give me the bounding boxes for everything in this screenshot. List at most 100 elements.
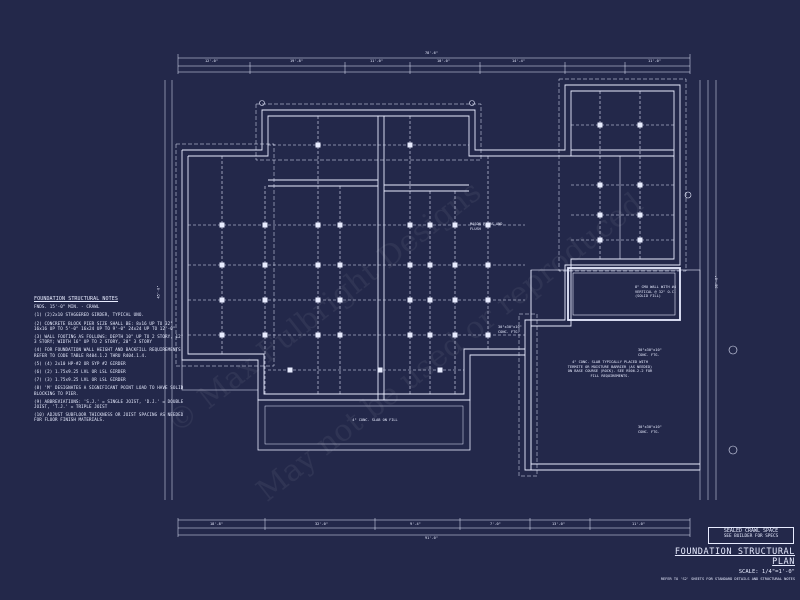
pier [337,262,343,268]
pier [407,222,413,228]
pier [485,262,491,268]
pier [427,262,433,268]
title-block: FOUNDATION STRUCTURAL PLAN SCALE: 1/4"=1… [650,547,795,581]
crawl-note-line-2: SEE BUILDER FOR SPECS [723,534,779,539]
note-item: (3) WALL FOOTING AS FOLLOWS: DEPTH 10" U… [34,334,184,344]
conc-ftg-label-2: 30"x30"x10" CONC. FTG. [638,348,662,357]
note-text: ABBREVIATIONS: 'S.J.' = SINGLE JOIST, 'D… [34,398,184,410]
note-number: (3) [34,334,45,340]
masonry-note-label: MASON PIERS AND FLUSH [470,222,503,231]
dim-right: 38'-0" [714,275,719,289]
dim-bottom-6: 11'-0" [632,522,645,526]
note-number: (8) [34,385,45,391]
pier [452,297,458,303]
note-text: (4) 2x10 HP-#2 OR SYP #2 GIRDER [44,360,126,366]
cmu-wall-label: 8" CMU WALL WITH #4 VERTICAL @ 32" O.C. … [635,285,677,299]
dim-top-total: 78'-6" [425,51,438,55]
pier [437,367,443,373]
dim-bottom-5: 13'-0" [552,522,565,526]
pier [287,367,293,373]
note-text: (2) 1.75x9.25 LVL OR LSL GIRDER [44,369,126,375]
pier [597,237,603,243]
pier [427,297,433,303]
piers [219,122,643,373]
pier [262,332,268,338]
note-text: WALL FOOTING AS FOLLOWS: DEPTH 10" UP TO… [34,334,184,345]
dim-top-3: 11'-0" [370,59,383,63]
plan-scale: SCALE: 1/4"=1'-0" [738,569,795,575]
crawl-space-note: SEALED CRAWL SPACE SEE BUILDER FOR SPECS [708,527,794,544]
pier [407,297,413,303]
pier [219,332,225,338]
pier [377,367,383,373]
conc-ftg-label-1: 30"x30"x10" CONC. FTG. [498,325,522,334]
dim-top-2: 19'-8" [290,59,303,63]
pier [637,212,643,218]
pier [427,332,433,338]
note-text: ADJUST SUBFLOOR THICKNESS OR JOIST SPACI… [34,412,184,423]
pier [219,222,225,228]
note-item: (6) (2) 1.75x9.25 LVL OR LSL GIRDER [34,369,184,374]
pier [315,332,321,338]
footing-outlines [175,78,687,477]
note-item: (10) ADJUST SUBFLOOR THICKNESS OR JOIST … [34,412,184,422]
note-text: CONCRETE BLOCK PIER SIZE SHALL BE: 8x16 … [34,320,176,331]
pier [262,262,268,268]
pier [219,262,225,268]
dim-top-4: 10'-0" [437,59,450,63]
girder-lines [188,91,674,394]
pier [315,142,321,148]
conc-ftg-label-3: 30"x30"x10" CONC. FTG. [638,425,662,434]
dim-top-1: 12'-0" [205,59,218,63]
dim-bottom-2: 32'-0" [315,522,328,526]
porch-slab-label: 4" CONC. SLAB ON FILL [352,418,398,422]
pier [485,297,491,303]
plan-title: FOUNDATION STRUCTURAL PLAN [674,547,795,567]
dim-bottom-4: 7'-0" [490,522,501,526]
pier [407,332,413,338]
pier [337,297,343,303]
pier [637,182,643,188]
pier [597,182,603,188]
note-text: (2)2x10 STAGGERED GIRDER, TYPICAL UNO. [44,312,145,318]
pier [315,222,321,228]
note-item: (2) CONCRETE BLOCK PIER SIZE SHALL BE: 8… [34,321,184,331]
pier [637,122,643,128]
note-number: (9) [34,398,45,404]
note-number: (1) [34,312,45,318]
pier [315,297,321,303]
note-text: FOR FOUNDATION WALL HEIGHT AND BACKFILL … [34,347,181,358]
dim-bottom-1: 18'-8" [210,522,223,526]
garage-slab-label: 4" CONC. SLAB TYPICALLY PLACED WITH TERM… [567,360,653,378]
pier [407,142,413,148]
pier [452,332,458,338]
note-number: (7) [34,377,45,383]
note-text: (3) 1.75x9.25 LVL OR LSL GIRDER [44,377,126,383]
pier [485,332,491,338]
note-item: (9) ABBREVIATIONS: 'S.J.' = SINGLE JOIST… [34,399,184,409]
note-number: (10) [34,412,48,418]
note-item: (4) FOR FOUNDATION WALL HEIGHT AND BACKF… [34,347,184,357]
notes-title: FOUNDATION STRUCTURAL NOTES [34,296,118,302]
grid-markers [259,100,738,455]
pier [262,297,268,303]
pier [219,297,225,303]
note-number: (5) [34,360,45,366]
pier [337,332,343,338]
pier [407,262,413,268]
dim-bottom-3: 9'-4" [410,522,421,526]
pier [427,222,433,228]
note-text: 'M' DESIGNATES A SIGNIFICANT POINT LOAD … [34,385,184,396]
note-number: (2) [34,320,45,326]
notes-list: (1) (2)2x10 STAGGERED GIRDER, TYPICAL UN… [34,312,184,422]
note-number: (6) [34,369,45,375]
notes-subtitle: FNDS. 15'-0" MIN. - CRAWL [34,304,100,310]
pier [597,122,603,128]
crawl-note-line-1: SEALED CRAWL SPACE [723,528,779,534]
foundation-notes: FOUNDATION STRUCTURAL NOTES FNDS. 15'-0"… [34,296,184,426]
note-item: (5) (4) 2x10 HP-#2 OR SYP #2 GIRDER [34,361,184,366]
dim-bottom-total: 91'-0" [425,536,438,540]
note-number: (4) [34,347,45,353]
pier [637,237,643,243]
